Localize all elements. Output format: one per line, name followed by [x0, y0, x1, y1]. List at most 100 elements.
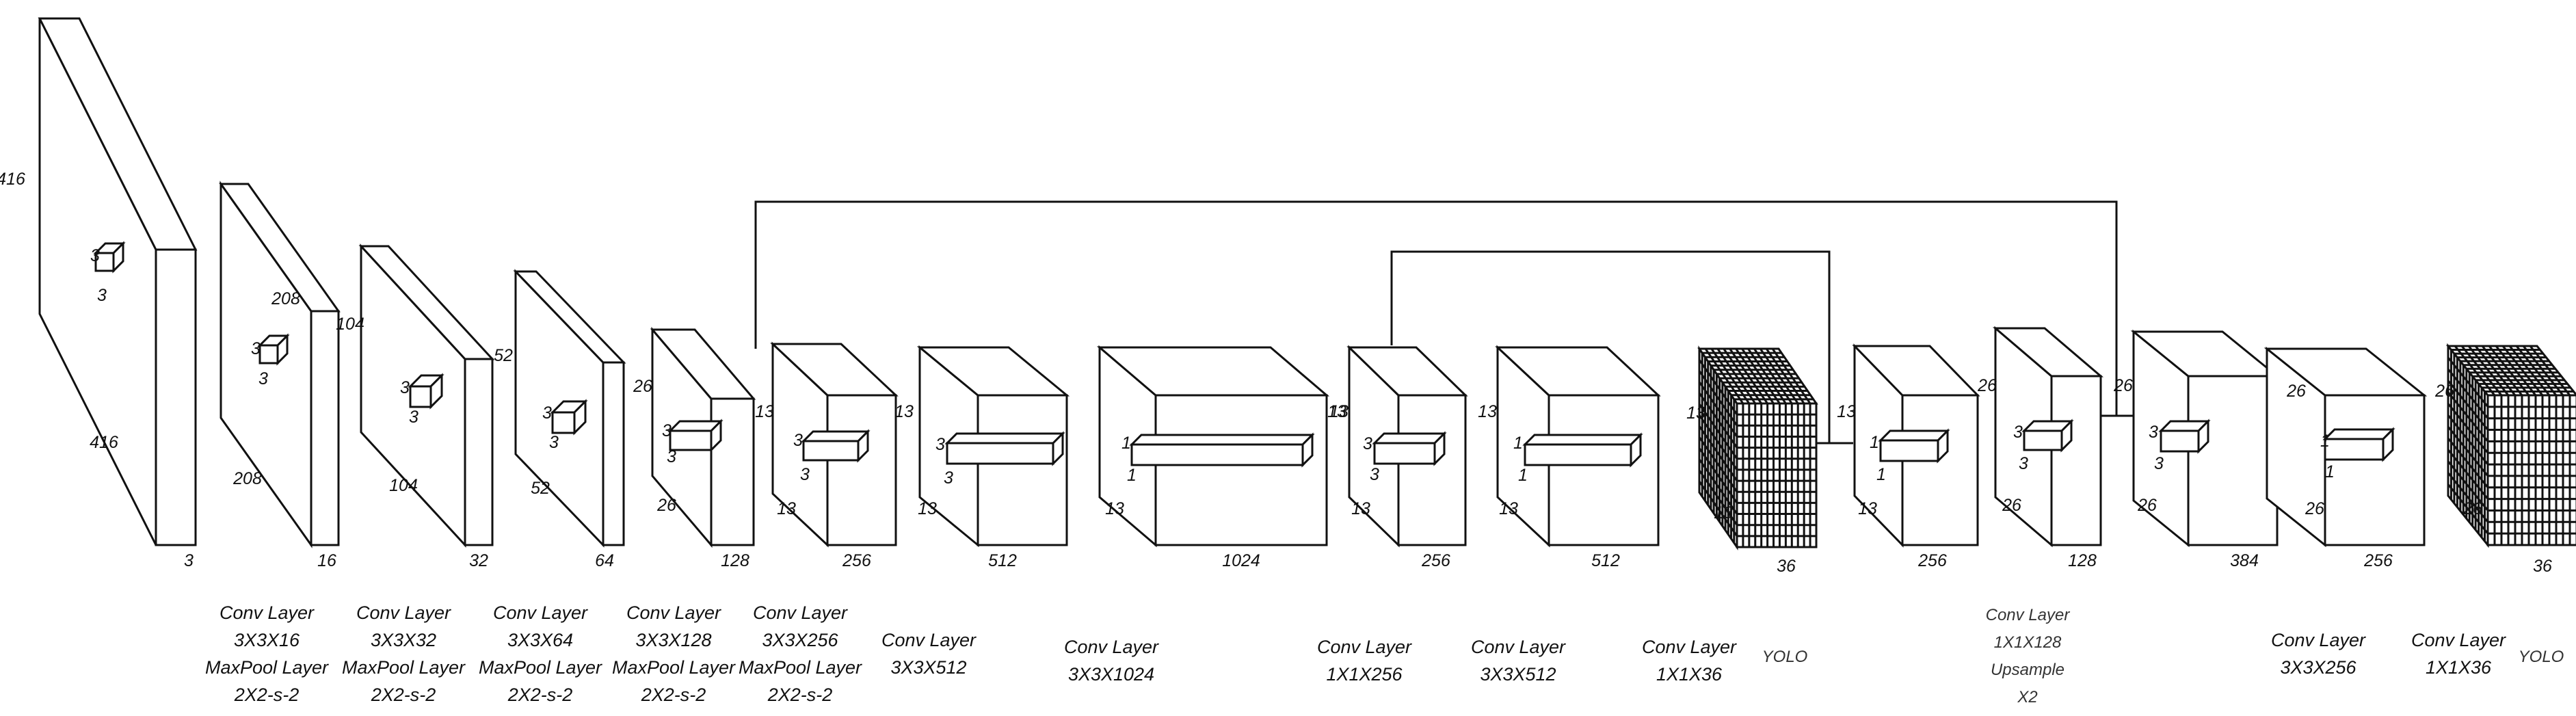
caption-line: 3X3X256 [762, 630, 838, 650]
caption-line: 3X3X512 [890, 657, 966, 678]
depth-label: 36 [2533, 557, 2552, 576]
width-label: 26 [2462, 499, 2482, 518]
kernel-box [2322, 427, 2395, 462]
depth-label: 32 [469, 551, 488, 570]
caption-line: Conv Layer [1986, 606, 2071, 624]
kernel-dim-label: 1 [1876, 465, 1886, 484]
caption-line: YOLO [1762, 648, 1808, 666]
depth-label: 128 [2068, 551, 2097, 570]
caption-line: Conv Layer [1471, 637, 1566, 657]
depth-label: 256 [842, 551, 871, 570]
block-right-face [602, 361, 625, 546]
layer-caption: YOLO [1762, 648, 1808, 666]
caption-line: MaxPool Layer [205, 657, 329, 678]
caption-line: 1X1X256 [1326, 664, 1403, 685]
kernel-box [944, 431, 1065, 466]
height-label: 13 [1329, 402, 1349, 421]
width-label: 104 [389, 476, 418, 495]
caption-line: Conv Layer [356, 602, 451, 623]
kernel-dim-label: 3 [97, 286, 107, 305]
caption-line: 2X2-s-2 [234, 685, 300, 705]
width-label: 13 [777, 499, 796, 518]
caption-line: MaxPool Layer [342, 657, 466, 678]
kernel-box [1878, 428, 1950, 464]
width-label: 26 [2002, 496, 2021, 515]
caption-line: 2X2-s-2 [641, 685, 706, 705]
caption-line: MaxPool Layer [612, 657, 736, 678]
kernel-box [408, 373, 444, 410]
kernel-box [257, 333, 290, 366]
caption-line: Conv Layer [493, 602, 588, 623]
caption-line: Conv Layer [220, 602, 315, 623]
height-label: 26 [2286, 382, 2306, 401]
kernel-box [550, 399, 588, 436]
layer-block-l11: 3 3 26 26 128 [1977, 326, 2104, 570]
grid-line [2447, 483, 2489, 535]
depth-label: 36 [1777, 557, 1796, 576]
kernel-box [667, 419, 723, 453]
height-label: 26 [633, 377, 652, 396]
block-right-face [464, 358, 494, 546]
kernel-dim-label: 3 [2154, 454, 2164, 473]
block-right-face [1548, 394, 1660, 546]
kernel-dim-label: 1 [1127, 466, 1137, 485]
height-label: 13 [755, 402, 774, 421]
width-label: 26 [2305, 499, 2324, 518]
kernel-front-face [409, 385, 432, 408]
kernel-dim-label: 1 [2320, 432, 2330, 451]
kernel-box [1129, 432, 1315, 468]
kernel-box [1522, 432, 1643, 468]
layer-block-input: 334164163 [0, 17, 198, 570]
layer-caption: Conv Layer 1X1X256 [1317, 637, 1412, 685]
depth-label: 256 [1917, 551, 1947, 570]
grid-line [1771, 348, 1811, 404]
layer-blocks: 3341641633320820816331041043233525264332… [0, 17, 2576, 576]
caption-line: Conv Layer [1317, 637, 1412, 657]
height-label: 26 [1977, 376, 1997, 395]
width-label: 52 [531, 479, 550, 498]
block-right-face [155, 248, 197, 546]
kernel-dim-label: 3 [2149, 423, 2158, 442]
height-label: 208 [271, 289, 300, 308]
block-right-face [826, 394, 897, 546]
height-label: 13 [1686, 403, 1705, 423]
kernel-dim-label: 3 [2019, 454, 2028, 473]
caption-line: Upsample [1991, 661, 2064, 679]
depth-label: 256 [2363, 551, 2393, 570]
kernel-dim-label: 3 [549, 433, 559, 452]
kernel-box [2158, 419, 2211, 454]
caption-line: Conv Layer [626, 602, 721, 623]
height-label: 104 [336, 315, 364, 334]
width-label: 13 [918, 499, 937, 518]
caption-line: 2X2-s-2 [767, 685, 833, 705]
width-label: 13 [1499, 499, 1518, 518]
caption-line: Conv Layer [2411, 630, 2506, 650]
layer-caption: YOLO [2519, 648, 2564, 666]
block-right-face [2050, 375, 2102, 546]
kernel-dim-label: 3 [2013, 423, 2023, 442]
kernel-front-face [802, 440, 860, 462]
caption-line: 2X2-s-2 [507, 685, 573, 705]
yolo-grid-lines [2447, 345, 2576, 545]
depth-label: 1024 [1222, 551, 1260, 570]
kernel-top-face [944, 432, 1065, 445]
caption-line: 1X1X36 [1656, 664, 1723, 685]
kernel-dim-label: 3 [1363, 434, 1372, 453]
height-label: 13 [894, 402, 914, 421]
caption-line: 3X3X16 [234, 630, 300, 650]
kernel-front-face [1130, 443, 1304, 466]
caption-line: 2X2-s-2 [371, 685, 436, 705]
